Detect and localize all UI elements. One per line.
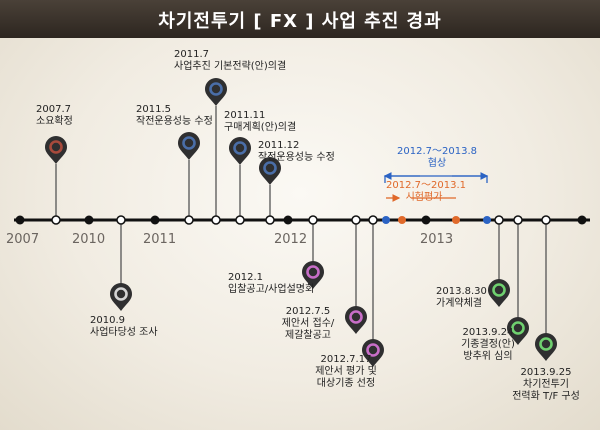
pin-marker-icon <box>178 132 200 160</box>
pin-marker-icon <box>488 279 510 307</box>
axis-nodes <box>15 215 587 225</box>
year-label: 2010 <box>72 232 106 247</box>
pin-marker-icon <box>535 333 557 361</box>
pin-marker-icon <box>302 261 324 289</box>
pin-marker-icon <box>345 305 368 334</box>
range-negotiation <box>383 172 489 183</box>
pin-marker-icon <box>110 283 132 311</box>
year-label: 2011 <box>143 232 177 247</box>
pin-marker-icon <box>362 339 384 367</box>
pin-marker-icon <box>229 137 251 165</box>
page-title: 차기전투기 [ FX ] 사업 추진 경과 <box>158 11 442 32</box>
year-label: 2013 <box>420 232 454 247</box>
year-label: 2012 <box>274 232 308 247</box>
title-bar: 차기전투기 [ FX ] 사업 추진 경과 <box>0 0 600 38</box>
pin-marker-icon <box>45 136 67 164</box>
pin-marker-icon <box>259 157 281 185</box>
pin-marker-icon <box>507 317 529 345</box>
year-label: 2007 <box>6 232 40 247</box>
pin-marker-icon <box>205 78 227 106</box>
